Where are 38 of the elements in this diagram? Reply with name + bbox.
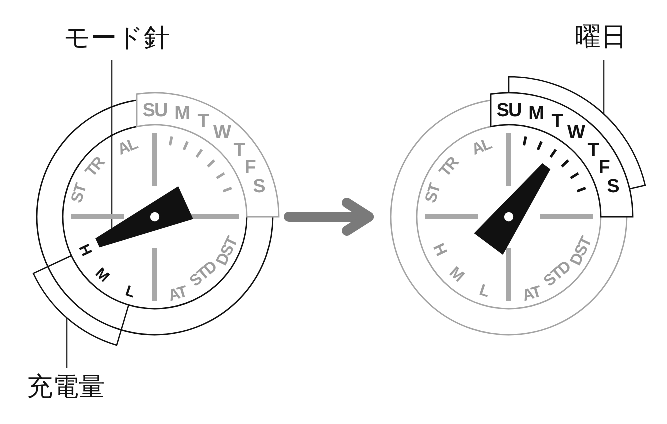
arrow: [284, 198, 374, 236]
dial-label: T: [588, 142, 598, 160]
dial-label: ST: [424, 182, 444, 206]
dial-label: H: [76, 242, 94, 258]
dial-label: W: [568, 124, 584, 142]
dial-label: SU: [142, 102, 168, 120]
dial-label: M: [528, 104, 544, 124]
dial-label: W: [214, 124, 230, 142]
callout-label: モード針: [64, 25, 170, 53]
leader-line: [66, 318, 68, 368]
callout-label: 充電量: [27, 374, 105, 402]
dial-label: H: [430, 242, 448, 258]
dial-label: TR: [84, 155, 108, 181]
callout-label: 曜日: [575, 24, 627, 52]
dial-label: F: [598, 158, 610, 178]
dial-label: AL: [470, 137, 494, 159]
dial-label: M: [446, 264, 466, 286]
dial-label: SU: [496, 102, 522, 120]
dial-label: S: [607, 178, 619, 196]
dial-label: DST: [214, 235, 242, 269]
dial-label: T: [552, 112, 562, 132]
dial-label: S: [253, 178, 265, 196]
leader-line: [603, 60, 605, 114]
dial-label: TR: [438, 155, 462, 181]
dial-label: AT: [167, 284, 189, 306]
dial-label: ST: [70, 182, 90, 206]
dial-label: F: [244, 158, 256, 178]
dial-label: L: [124, 284, 136, 300]
dial-label: DST: [568, 235, 596, 269]
dial-label: L: [477, 283, 491, 301]
dial-label: M: [174, 104, 190, 124]
watch-hand: [94, 185, 195, 249]
dial-label: M: [92, 266, 112, 284]
dial-label: T: [198, 112, 208, 132]
leader-line: [111, 60, 113, 228]
dial-label: T: [234, 142, 244, 160]
dial-label: AT: [521, 284, 543, 306]
dial-label: AL: [116, 137, 140, 159]
